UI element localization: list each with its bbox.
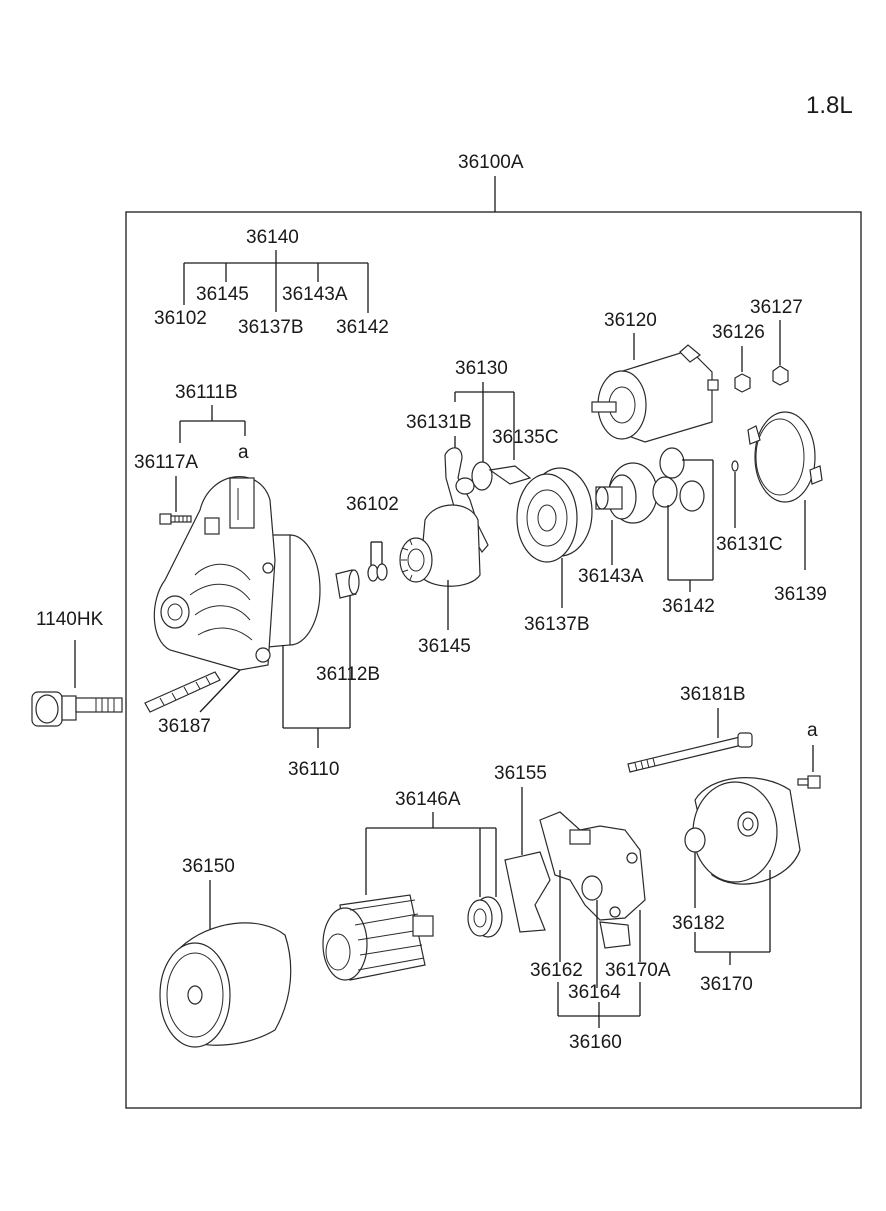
rear-cover-icon	[684, 777, 801, 885]
label-36181B: 36181B	[680, 684, 746, 705]
bolt-36117A-icon	[159, 513, 192, 525]
label-a-housing: a	[238, 442, 249, 463]
label-36164: 36164	[568, 982, 621, 1003]
label-36110: 36110	[288, 759, 339, 780]
label-36140: 36140	[246, 227, 299, 248]
label-36143A-kit: 36143A	[282, 284, 348, 305]
label-36102: 36102	[346, 494, 399, 515]
label-36120: 36120	[604, 310, 657, 331]
overrunning-clutch-icon	[399, 504, 481, 587]
engine-label: 1.8L	[806, 92, 853, 119]
leader-36187	[199, 669, 241, 713]
bracket-36142	[667, 459, 714, 592]
label-36131B: 36131B	[406, 412, 472, 433]
screw-a-icon	[797, 775, 821, 789]
nut-36127-icon	[772, 365, 789, 386]
label-a-cover: a	[807, 720, 818, 741]
label-36182: 36182	[672, 913, 725, 934]
bracket-36170	[694, 852, 771, 965]
label-36112B: 36112B	[316, 664, 380, 685]
stop-ring-36102-icon	[367, 563, 388, 582]
yoke-icon	[159, 922, 292, 1048]
label-36170: 36170	[700, 974, 753, 995]
label-36145-kit: 36145	[196, 284, 249, 305]
assembly-label: 36100A	[458, 152, 524, 173]
label-36127: 36127	[750, 297, 803, 318]
label-36143A: 36143A	[578, 566, 644, 587]
label-36135C: 36135C	[492, 427, 559, 448]
starter-housing-icon	[153, 476, 321, 671]
label-36170A: 36170A	[605, 960, 671, 981]
label-36160: 36160	[569, 1032, 622, 1053]
bracket-36140	[183, 250, 369, 313]
planetary-gears-icon	[652, 447, 705, 512]
label-36142-kit: 36142	[336, 317, 389, 338]
bracket-36160	[557, 870, 641, 1028]
label-36142: 36142	[662, 596, 715, 617]
planetary-shaft-icon	[595, 462, 658, 524]
label-1140HK: 1140HK	[36, 609, 104, 630]
label-36102-kit: 36102	[154, 308, 207, 329]
label-36139: 36139	[774, 584, 827, 605]
solenoid-icon	[591, 344, 719, 443]
label-36187: 36187	[158, 716, 211, 737]
bolt-1140HK-icon	[31, 691, 123, 727]
label-36146A: 36146A	[395, 789, 461, 810]
label-36137B: 36137B	[524, 614, 590, 635]
label-36117A: 36117A	[134, 452, 198, 473]
label-36155: 36155	[494, 763, 547, 784]
bracket-36146A	[365, 812, 497, 897]
bracket-36130	[454, 382, 515, 462]
label-36162: 36162	[530, 960, 583, 981]
label-36131C: 36131C	[716, 534, 783, 555]
label-36111B: 36111B	[175, 382, 238, 403]
bushing-36112B-icon	[335, 569, 360, 599]
nut-36126-icon	[734, 373, 751, 393]
dust-cover-36139-icon	[747, 411, 823, 503]
through-bolt-icon	[627, 732, 753, 773]
label-36130: 36130	[455, 358, 508, 379]
label-36137B-kit: 36137B	[238, 317, 304, 338]
label-36150: 36150	[182, 856, 235, 877]
bracket-36111B	[179, 405, 246, 443]
bracket-36102	[370, 541, 383, 565]
label-36126: 36126	[712, 322, 765, 343]
bearing-icon	[467, 896, 503, 938]
assembly-frame	[125, 211, 862, 1109]
housing-bracket-36110	[282, 595, 351, 748]
armature-icon	[322, 894, 434, 981]
brush-holder-icon	[504, 811, 646, 949]
washer-36131C-icon	[731, 460, 739, 472]
label-36145: 36145	[418, 636, 471, 657]
pin-36187-icon	[144, 671, 221, 713]
internal-gear-icon	[516, 467, 593, 563]
